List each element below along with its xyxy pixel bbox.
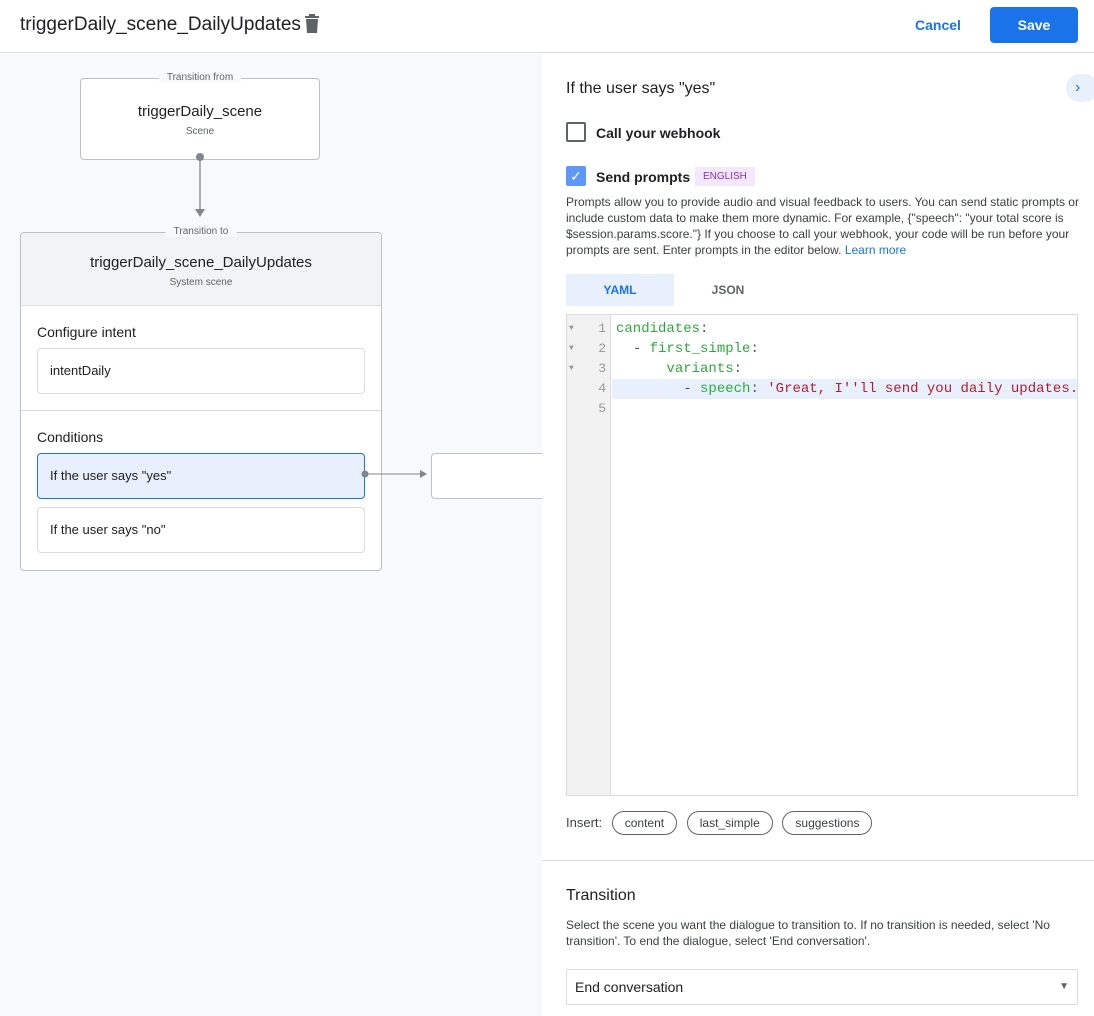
configure-intent-heading: Configure intent <box>37 324 136 340</box>
line-number: 3 <box>598 361 606 376</box>
top-bar: triggerDaily_scene_DailyUpdates Cancel S… <box>0 0 1094 53</box>
prompts-checkbox[interactable]: ✓ <box>566 166 586 186</box>
condition-yes[interactable]: If the user says "yes" <box>37 453 365 499</box>
panel-heading: If the user says "yes" <box>566 80 716 97</box>
transition-description: Select the scene you want the dialogue t… <box>566 918 1050 948</box>
code-content: candidates: - first_simple: variants: - … <box>612 319 1077 419</box>
learn-more-link[interactable]: Learn more <box>844 243 907 257</box>
code-editor[interactable]: ▼ 1 ▼ 2 ▼ 3 4 5 candidates: - first_simple:… <box>566 314 1078 796</box>
transition-to-label: Transition to <box>165 226 237 237</box>
from-scene-type: Scene <box>185 126 215 137</box>
flow-canvas: Transition from triggerDaily_scene Scene… <box>0 54 542 1016</box>
tab-json[interactable]: JSON <box>711 283 745 297</box>
line-number: 5 <box>598 401 606 416</box>
save-button[interactable]: Save <box>990 7 1078 43</box>
chip-last-simple[interactable]: last_simple <box>686 811 773 835</box>
to-scene-type: System scene <box>169 277 233 288</box>
conditions-heading: Conditions <box>37 429 104 445</box>
editor-gutter: ▼ 1 ▼ 2 ▼ 3 4 5 <box>567 315 611 795</box>
condition-no[interactable]: If the user says "no" <box>37 507 365 553</box>
connector-arrow <box>195 153 205 217</box>
prompts-description: Prompts allow you to provide audio and v… <box>566 194 1086 258</box>
condition-connector <box>361 470 427 478</box>
condition-panel: › If the user says "yes" Call your webho… <box>542 54 1094 1016</box>
to-scene-name: triggerDaily_scene_DailyUpdates <box>90 254 312 271</box>
line-number: 1 <box>598 321 606 336</box>
language-badge: ENGLISH <box>695 167 755 186</box>
line-number: 4 <box>598 381 606 396</box>
divider <box>542 860 1094 861</box>
cancel-button[interactable]: Cancel <box>915 17 961 33</box>
insert-label: Insert: <box>566 815 603 830</box>
fold-icon[interactable]: ▼ <box>569 344 574 353</box>
line-number: 2 <box>598 341 606 356</box>
page-title: triggerDaily_scene_DailyUpdates <box>20 14 301 35</box>
fold-icon[interactable]: ▼ <box>569 364 574 373</box>
webhook-checkbox[interactable] <box>566 122 586 142</box>
trash-icon[interactable] <box>304 14 320 34</box>
dropdown-arrow-icon: ▼ <box>1059 981 1069 992</box>
transition-value: End conversation <box>575 979 684 995</box>
chip-suggestions[interactable]: suggestions <box>782 811 873 835</box>
transition-to-node: Transition to triggerDaily_scene_DailyUp… <box>20 226 382 571</box>
intent-item[interactable]: intentDaily <box>37 348 365 394</box>
collapse-chevron-icon[interactable]: › <box>1066 74 1094 102</box>
transition-heading: Transition <box>566 887 636 904</box>
prompts-label: Send prompts <box>596 169 691 185</box>
transition-from-node[interactable]: Transition from triggerDaily_scene Scene <box>80 72 320 160</box>
fold-icon[interactable]: ▼ <box>569 324 574 333</box>
insert-row: Insert: content last_simple suggestions <box>566 811 873 835</box>
empty-target-node[interactable] <box>431 453 542 499</box>
description-text: Prompts allow you to provide audio and v… <box>566 195 1079 257</box>
webhook-label: Call your webhook <box>596 125 721 141</box>
chip-content[interactable]: content <box>611 811 678 835</box>
from-scene-name: triggerDaily_scene <box>137 103 263 120</box>
tab-yaml[interactable]: YAML <box>566 274 674 306</box>
transition-select[interactable]: End conversation ▼ <box>566 969 1078 1005</box>
transition-from-label: Transition from <box>158 72 242 83</box>
